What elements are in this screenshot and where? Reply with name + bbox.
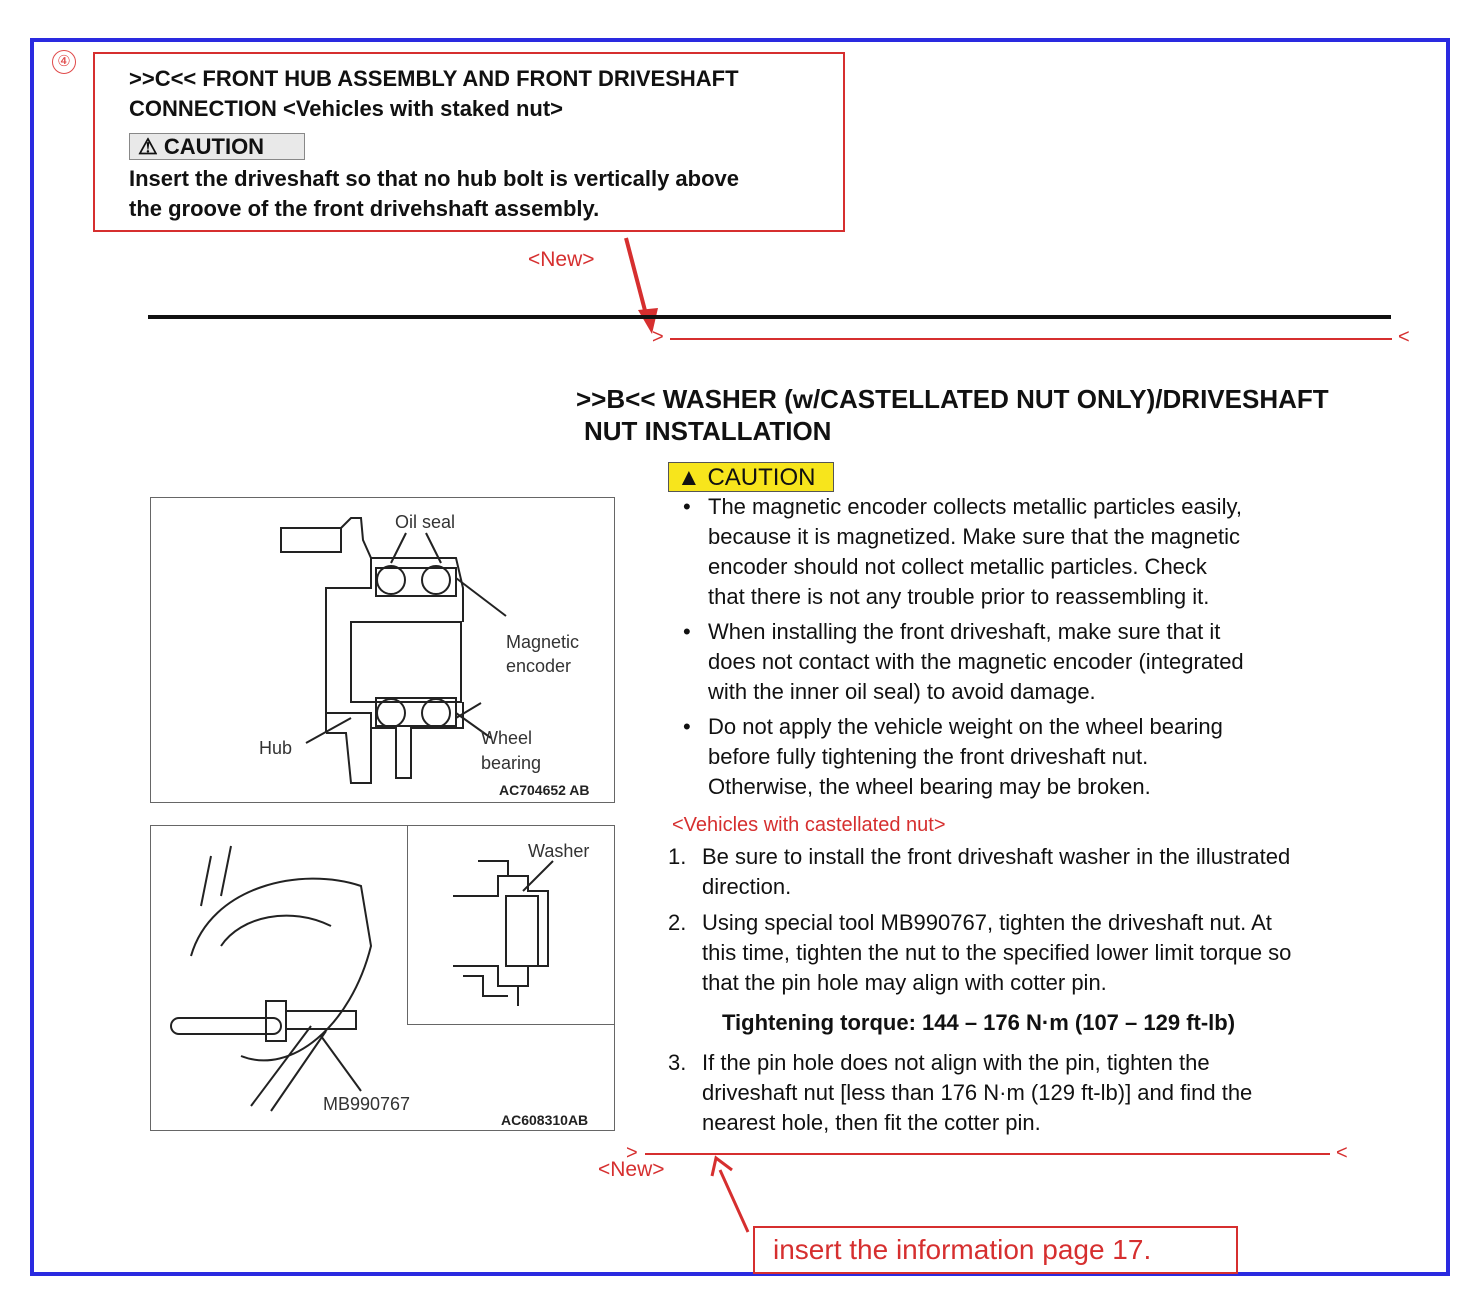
bullet-2-line: When installing the front driveshaft, ma… — [708, 619, 1221, 644]
tool-drawing — [170, 845, 373, 1112]
step-2: Using special tool MB990767, tighten the… — [702, 908, 1291, 998]
bullet-2-line: does not contact with the magnetic encod… — [708, 649, 1244, 674]
bullet-3-line: before fully tightening the front drives… — [708, 744, 1149, 769]
step-1-number: 1. — [668, 844, 687, 869]
insert-start-line — [670, 338, 1392, 340]
washer-inset: Washer — [407, 826, 615, 1025]
vehicles-note: <Vehicles with castellated nut> — [672, 814, 946, 836]
torque-spec: Tightening torque: 144 – 176 N·m (107 – … — [722, 1010, 1236, 1035]
caution-label: CAUTION — [707, 464, 816, 491]
insert-end-marker: < — [1398, 326, 1410, 348]
section-title-line2: NUT INSTALLATION — [584, 416, 832, 446]
step-3-line: driveshaft nut [less than 176 N·m (129 f… — [702, 1080, 1253, 1105]
insert-start-marker: > — [626, 1142, 638, 1164]
insert-note-box: insert the information page 17. — [753, 1226, 1238, 1274]
warning-triangle-icon: ▲ — [677, 464, 701, 491]
bullet-1-line: that there is not any trouble prior to r… — [708, 584, 1210, 609]
bullet-1: The magnetic encoder collects metallic p… — [708, 492, 1242, 612]
old-section-title-line1: >>C<< FRONT HUB ASSEMBLY AND FRONT DRIVE… — [129, 66, 739, 91]
bullet-3: Do not apply the vehicle weight on the w… — [708, 712, 1223, 802]
old-caution-line2: the groove of the front drivehshaft asse… — [129, 196, 600, 221]
tool-diagram: Washer MB990767 AC608310AB — [150, 825, 615, 1131]
bearing-label: bearing — [481, 753, 542, 773]
bullet-3-line: Do not apply the vehicle weight on the w… — [708, 714, 1223, 739]
bullet-2: When installing the front driveshaft, ma… — [708, 617, 1244, 707]
caution-badge-yellow: ▲ CAUTION — [668, 462, 834, 492]
insert-end-marker: < — [1336, 1142, 1348, 1164]
step-1: Be sure to install the front driveshaft … — [702, 842, 1290, 902]
step-3-line: nearest hole, then fit the cotter pin. — [702, 1110, 1041, 1135]
encoder-label: encoder — [506, 656, 572, 676]
old-section-title-line2: CONNECTION <Vehicles with staked nut> — [129, 96, 563, 121]
step-3-line: If the pin hole does not align with the … — [702, 1050, 1210, 1075]
bullet-dot: • — [683, 714, 691, 739]
tool-label: MB990767 — [323, 1094, 411, 1114]
bullet-dot: • — [683, 619, 691, 644]
hub-cross-section-drawing — [280, 517, 507, 784]
step-2-line: Using special tool MB990767, tighten the… — [702, 910, 1272, 935]
figure-code: AC704652 AB — [499, 782, 590, 798]
new-label-top: <New> — [528, 248, 595, 271]
figure-code: AC608310AB — [501, 1112, 589, 1128]
old-section-box: >>C<< FRONT HUB ASSEMBLY AND FRONT DRIVE… — [93, 52, 845, 232]
bullet-dot: • — [683, 494, 691, 519]
hub-diagram: Oil seal Magnetic encoder Hub Wheel bear… — [150, 497, 615, 803]
section-divider — [148, 315, 1391, 319]
page-frame — [30, 38, 1450, 1276]
step-2-line: that the pin hole may align with cotter … — [702, 970, 1107, 995]
step-1-line: direction. — [702, 874, 792, 899]
red-arrow-icon — [624, 237, 658, 334]
caution-label: CAUTION — [163, 134, 265, 159]
hub-label: Hub — [259, 738, 293, 758]
magnetic-label: Magnetic — [506, 632, 580, 652]
bullet-2-line: with the inner oil seal) to avoid damage… — [708, 679, 1096, 704]
washer-label: Washer — [528, 841, 590, 861]
warning-triangle-icon: ⚠ — [138, 134, 158, 159]
washer-drawing — [453, 860, 554, 1006]
section-title-line1: >>B<< WASHER (w/CASTELLATED NUT ONLY)/DR… — [576, 384, 1329, 414]
step-3-number: 3. — [668, 1050, 687, 1075]
step-3: If the pin hole does not align with the … — [702, 1048, 1252, 1138]
insert-start-marker: > — [652, 326, 664, 348]
bullet-1-line: encoder should not collect metallic part… — [708, 554, 1207, 579]
caution-badge-grey: ⚠ CAUTION — [129, 133, 305, 160]
step-2-number: 2. — [668, 910, 687, 935]
old-caution-line1: Insert the driveshaft so that no hub bol… — [129, 166, 740, 191]
step-1-line: Be sure to install the front driveshaft … — [702, 844, 1291, 869]
bullet-1-line: The magnetic encoder collects metallic p… — [708, 494, 1242, 519]
insert-end-line — [645, 1153, 1330, 1155]
bullet-1-line: because it is magnetized. Make sure that… — [708, 524, 1240, 549]
red-arrow-up-icon — [710, 1155, 750, 1233]
circled-number: ④ — [52, 50, 76, 74]
wheel-label: Wheel — [481, 728, 533, 748]
step-2-line: this time, tighten the nut to the specif… — [702, 940, 1292, 965]
bullet-3-line: Otherwise, the wheel bearing may be brok… — [708, 774, 1151, 799]
oil-seal-label: Oil seal — [395, 512, 456, 532]
new-label-bottom: <New> — [598, 1158, 665, 1181]
